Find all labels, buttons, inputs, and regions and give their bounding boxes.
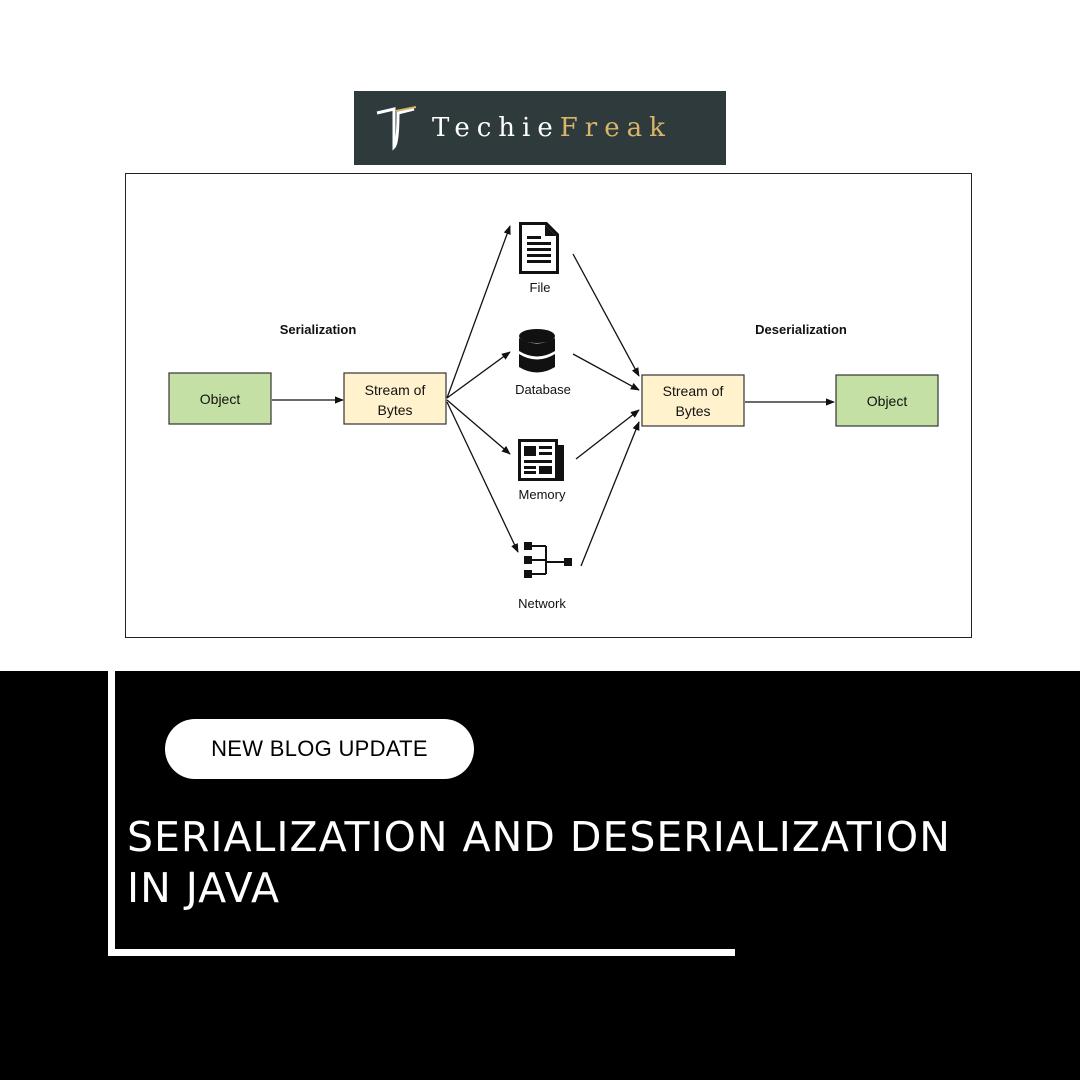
blog-title: SERIALIZATION AND DESERIALIZATION IN JAV…	[127, 812, 1027, 914]
left-stream-label-line1: Stream of	[365, 382, 426, 398]
network-icon	[524, 542, 572, 578]
blog-title-line1: SERIALIZATION AND DESERIALIZATION	[127, 813, 951, 861]
banner-frame-horizontal	[108, 949, 735, 956]
arrow-memory-to-stream	[575, 409, 640, 460]
arrow-database-to-stream	[572, 353, 640, 391]
database-icon	[519, 329, 555, 373]
right-stream-label-line1: Stream of	[663, 383, 724, 399]
right-stream-label-line2: Bytes	[675, 403, 710, 419]
blog-title-line2: IN JAVA	[127, 864, 281, 912]
memory-label: Memory	[519, 487, 566, 502]
file-label: File	[530, 280, 551, 295]
arrow-stream-to-network	[446, 401, 519, 553]
network-label: Network	[518, 596, 566, 611]
right-object-label: Object	[867, 393, 908, 409]
diagram-canvas: Serialization Deserialization Object Str…	[168, 222, 939, 611]
serialization-label: Serialization	[280, 322, 357, 337]
memory-icon	[518, 439, 564, 481]
arrow-network-to-stream	[580, 421, 640, 567]
arrow-stream-to-memory	[446, 399, 511, 455]
logo-wordmark: Techie Freak	[432, 111, 672, 145]
right-object-box	[835, 374, 939, 427]
left-stream-label-line2: Bytes	[377, 402, 412, 418]
arrow-file-to-stream	[572, 253, 640, 377]
techiefreak-logo: Techie Freak	[354, 91, 726, 165]
deserialization-label: Deserialization	[755, 322, 847, 337]
left-object-label: Object	[200, 391, 241, 407]
arrow-stream-to-file	[446, 225, 511, 399]
database-label: Database	[515, 382, 571, 397]
left-stream-box	[343, 372, 447, 425]
logo-mark-icon	[376, 106, 417, 151]
file-icon	[519, 222, 559, 274]
right-stream-box	[641, 374, 745, 427]
new-blog-update-badge: NEW BLOG UPDATE	[165, 719, 474, 779]
arrow-stream-to-database	[446, 351, 511, 399]
serialization-diagram: Serialization Deserialization Object Str…	[125, 173, 972, 638]
logo-word-freak: Freak	[559, 113, 672, 143]
logo-word-techie: Techie	[432, 113, 560, 143]
banner-frame-vertical	[108, 671, 115, 956]
left-object-box	[168, 372, 272, 425]
